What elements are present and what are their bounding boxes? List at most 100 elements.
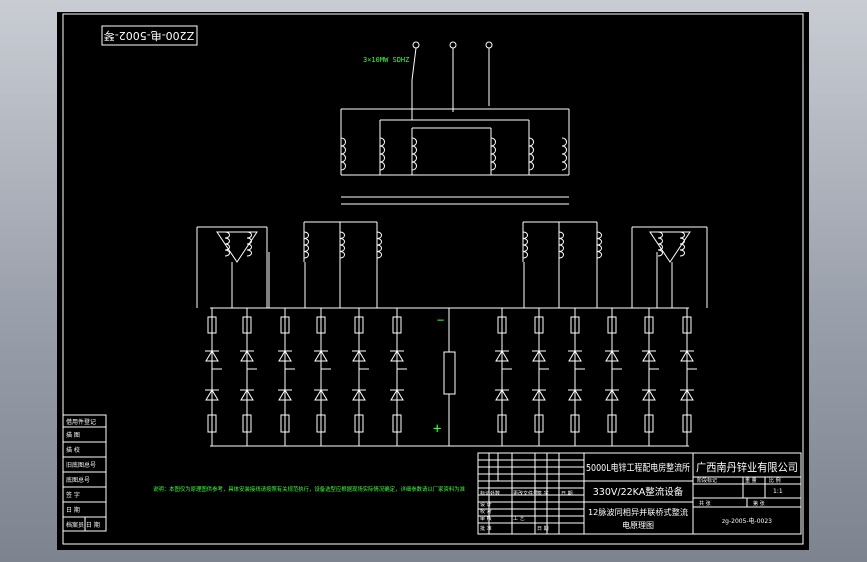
diode-upper-8 xyxy=(532,350,546,362)
sign-date-label: 日 期 xyxy=(537,526,549,532)
primary-coil-5 xyxy=(528,137,534,171)
delta-coil-right-2 xyxy=(558,231,564,259)
fuse-lower-7 xyxy=(497,414,507,433)
sidebar-label-6: 签 字 xyxy=(66,491,80,499)
wye-coil-left-a xyxy=(224,231,230,257)
fuse-upper-11 xyxy=(644,316,654,334)
diode-upper-3 xyxy=(278,350,292,362)
fuse-lower-5 xyxy=(354,414,364,433)
rev-date-label: 日 期 xyxy=(561,491,573,497)
checker-label: 校 对 xyxy=(480,508,492,515)
fuse-upper-9 xyxy=(570,316,580,334)
fuse-upper-4 xyxy=(316,316,326,334)
wye-coil-right-b xyxy=(679,231,685,257)
fuse-lower-2 xyxy=(242,414,252,433)
wye-coil-right-a xyxy=(657,231,663,257)
rev-mark-label: 标记 xyxy=(480,490,490,497)
fuse-upper-6 xyxy=(392,316,402,334)
sidebar-label-1: 借用件登记 xyxy=(66,418,96,426)
supply-terminals xyxy=(411,41,493,120)
wye-winding-right xyxy=(649,231,691,263)
delta-coil-left-1 xyxy=(303,231,309,259)
diode-lower-1 xyxy=(205,389,219,401)
diode-upper-5 xyxy=(352,350,366,362)
rev-sign-label: 签 字 xyxy=(537,490,549,497)
diode-upper-7 xyxy=(495,350,509,362)
sheet-total-label: 共 张 xyxy=(699,500,711,507)
company-name: 广西南丹锌业有限公司 xyxy=(696,460,798,474)
drawing-sheet: Z200-电-5002-琴 3×10MW SDHZ − + 说明：本图仅为原理图… xyxy=(57,12,809,550)
diode-upper-10 xyxy=(605,350,619,362)
positive-polarity: + xyxy=(433,421,441,437)
primary-coil-4 xyxy=(490,137,496,171)
sidebar-label-4: 旧底图总号 xyxy=(66,461,96,469)
diode-upper-11 xyxy=(642,350,656,362)
fuse-lower-3 xyxy=(280,414,290,433)
weight-label: 重 量 xyxy=(745,477,757,484)
wye-coil-left-b xyxy=(246,231,252,257)
fuse-upper-8 xyxy=(534,316,544,334)
drawing-number-box: Z200-电-5002-琴 xyxy=(101,25,198,46)
diode-lower-12 xyxy=(680,389,694,401)
fuse-upper-1 xyxy=(207,316,217,334)
primary-coil-1 xyxy=(340,137,346,171)
drawing-title-line1: 12脉波同相异并联桥式整流 xyxy=(588,507,688,517)
diode-upper-9 xyxy=(568,350,582,362)
sheet-background xyxy=(57,12,809,550)
delta-coil-left-2 xyxy=(339,231,345,259)
diode-upper-2 xyxy=(240,350,254,362)
drawing-border xyxy=(62,13,804,545)
fuse-lower-4 xyxy=(316,414,326,433)
craft-label: 工 艺 xyxy=(513,516,525,522)
drawing-number-top: Z200-电-5002-琴 xyxy=(104,29,194,42)
fuse-upper-7 xyxy=(497,316,507,334)
drawing-title-line2: 电原理图 xyxy=(622,520,654,530)
diode-lower-7 xyxy=(495,389,509,401)
drawing-notes: 说明：本图仅为原理图供参考，具体安装接线请按照有关规范执行，设备选型应根据现场实… xyxy=(153,485,465,493)
diode-lower-2 xyxy=(240,389,254,401)
dc-load: − + xyxy=(433,308,456,446)
fuse-lower-1 xyxy=(207,414,217,433)
fuse-lower-6 xyxy=(392,414,402,433)
delta-coil-right-3 xyxy=(596,231,602,259)
diode-lower-10 xyxy=(605,389,619,401)
negative-polarity: − xyxy=(437,313,444,327)
fuse-upper-5 xyxy=(354,316,364,334)
scale-label: 比 例 xyxy=(769,477,781,484)
project-name: 5000L电锌工程配电房整流所 xyxy=(586,462,690,474)
diode-upper-1 xyxy=(205,350,219,362)
sidebar-label-7: 日 期 xyxy=(66,506,80,514)
fuse-lower-10 xyxy=(607,414,617,433)
diode-lower-9 xyxy=(568,389,582,401)
left-sidebar: 借用件登记 描 图 描 校 旧底图总号 底图总号 签 字 日 期 档案员 日 期 xyxy=(62,414,107,532)
fuse-lower-9 xyxy=(570,414,580,433)
diode-lower-8 xyxy=(532,389,546,401)
transformer-core xyxy=(341,196,569,205)
diode-upper-12 xyxy=(680,350,694,362)
diode-upper-4 xyxy=(314,350,328,362)
equipment-name: 330V/22KA整流设备 xyxy=(593,486,684,498)
sidebar-label-3: 描 校 xyxy=(66,446,80,454)
diode-lower-11 xyxy=(642,389,656,401)
diode-upper-6 xyxy=(390,350,404,362)
rev-count-label: 处数 xyxy=(490,490,500,497)
transformer-rating-label: 3×10MW SDHZ xyxy=(363,56,409,64)
approve-label: 批 准 xyxy=(480,525,492,532)
rectifier-bridges xyxy=(205,252,697,447)
diode-lower-4 xyxy=(314,389,328,401)
sidebar-label-5: 底图总号 xyxy=(66,476,90,484)
diode-lower-3 xyxy=(278,389,292,401)
designer-label: 设 计 xyxy=(480,501,492,508)
secondary-windings xyxy=(196,221,708,308)
diode-lower-5 xyxy=(352,389,366,401)
rev-file-label: 更改文件号 xyxy=(513,490,538,497)
delta-coil-right-1 xyxy=(522,231,528,259)
fuse-upper-10 xyxy=(607,316,617,334)
fuse-lower-12 xyxy=(682,414,692,433)
wye-winding-left xyxy=(216,231,258,263)
scale-value: 1:1 xyxy=(773,488,783,495)
fuse-lower-11 xyxy=(644,414,654,433)
sidebar-label-2: 描 图 xyxy=(66,431,80,439)
fuse-upper-2 xyxy=(242,316,252,334)
stage-mark-label: 阶段标记 xyxy=(697,477,717,484)
